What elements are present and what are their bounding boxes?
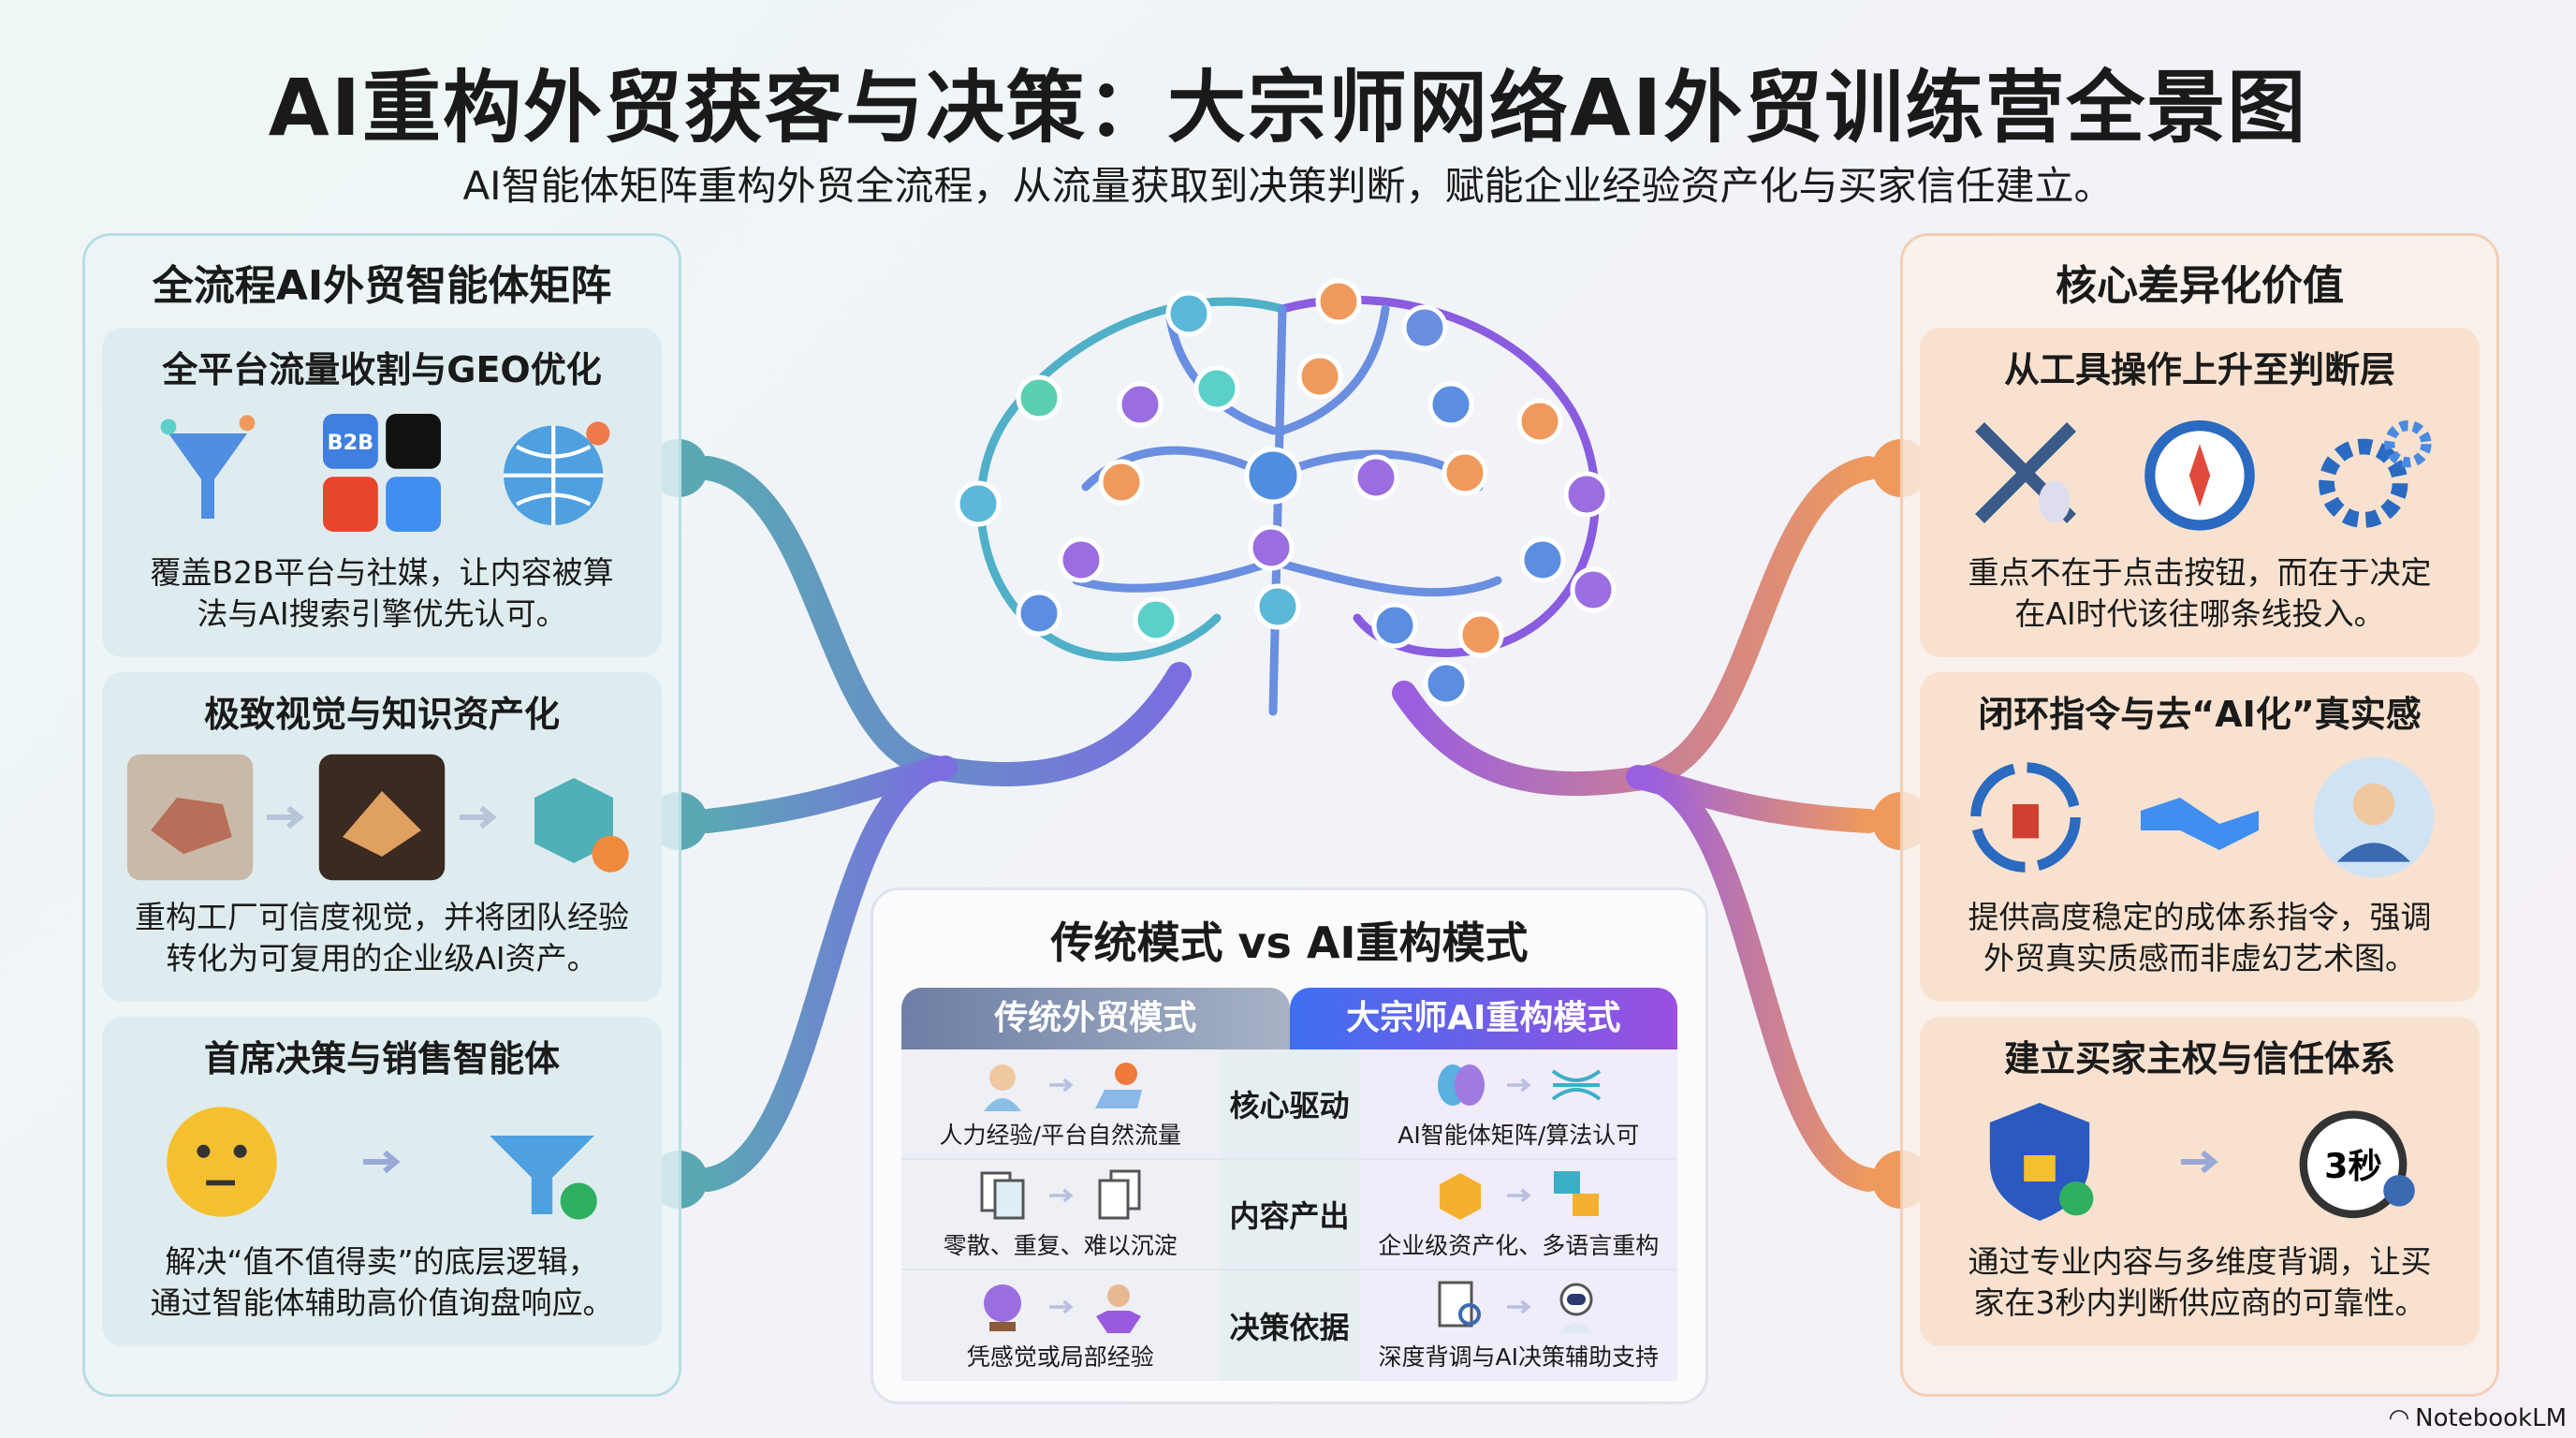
card-desc-line: 外贸真实质感而非虚幻艺术图。 (1983, 940, 2416, 976)
card-desc-line: 家在3秒内判断供应商的可靠性。 (1973, 1284, 2426, 1321)
card-desc-line: 转化为可复用的企业级AI资产。 (166, 940, 598, 976)
timer-label: 3秒 (2324, 1146, 2382, 1186)
arrow-right-icon (1048, 1299, 1074, 1314)
brain-icon (976, 295, 1600, 716)
knowledge-cube-gear-icon (534, 778, 629, 873)
card-desc-line: 覆盖B2B平台与社媒，让内容被算 (150, 554, 614, 591)
map-pin-icon (1094, 1063, 1142, 1108)
ai-cell: 企业级资产化、多语言重构 (1378, 1232, 1660, 1259)
card-desc-line: 通过智能体辅助高价值询盘响应。 (150, 1284, 614, 1321)
report-search-icon (1438, 1281, 1482, 1328)
card-desc-line: 提供高度稳定的成体系指令，强调 (1968, 899, 2432, 935)
card-decision-agent: 首席决策与销售智能体 解决“值不值得卖”的底层逻辑， 通过智能体辅助高价值询盘响… (102, 1017, 662, 1346)
arrow-right-icon (363, 1150, 401, 1174)
card-buyer-trust: 建立买家主权与信任体系 3秒 通过专业内容与多维度背调，让买 家在3秒内判断供应… (1920, 1017, 2480, 1346)
notebooklm-logo-icon: ◠ (2388, 1404, 2410, 1432)
card-title: 全平台流量收割与GEO优化 (162, 349, 602, 390)
polished-product-icon (318, 754, 446, 881)
table-row: 零散、重复、难以沉淀 内容产出 企业级资产化、多语言重构 (901, 1160, 1677, 1270)
ai-mode-header: 大宗师AI重构模式 (1289, 988, 1677, 1049)
globe-network-icon (504, 421, 610, 525)
handshake-icon (2141, 798, 2259, 850)
thinking-face-icon (167, 1107, 277, 1217)
arrow-right-icon (1048, 1188, 1074, 1203)
stacked-documents-icon (1098, 1169, 1141, 1220)
page-title: AI重构外贸获客与决策：大宗师网络AI外贸训练营全景图 (268, 62, 2308, 154)
card-judgment-layer: 从工具操作上升至判断层 重点不在于点击按钮，而在于决定 在AI时代该往哪条线投入… (1920, 328, 2480, 657)
arrow-right-icon (1507, 1078, 1531, 1093)
tools-mouse-icon (1975, 422, 2076, 523)
traditional-cell: 人力经验/平台自然流量 (939, 1122, 1181, 1149)
robot-assistant-icon (1559, 1283, 1594, 1333)
page-subtitle: AI智能体矩阵重构外贸全流程，从流量获取到决策判断，赋能企业经验资产化与买家信任… (462, 163, 2114, 209)
translate-icon (1554, 1171, 1600, 1216)
funnel-flow-icon (160, 415, 256, 519)
table-row: 凭感觉或局部经验 决策依据 深度背调与AI决策辅助支持 (901, 1270, 1677, 1381)
raw-stone-photo-icon (126, 754, 253, 881)
ai-cell: 深度背调与AI决策辅助支持 (1378, 1343, 1659, 1371)
arrow-right-icon (459, 805, 497, 829)
traditional-mode-header: 传统外贸模式 (901, 988, 1290, 1049)
cycle-stamp-icon (1970, 762, 2081, 873)
notebooklm-watermark: ◠NotebookLM (2388, 1404, 2567, 1432)
panel-title: 全流程AI外贸智能体矩阵 (152, 262, 612, 310)
shield-lock-icon (1989, 1103, 2094, 1221)
row-label: 决策依据 (1219, 1270, 1360, 1381)
card-title: 闭环指令与去“AI化”真实感 (1978, 694, 2422, 735)
b2b-badge: B2B (328, 431, 374, 455)
brand-label: NotebookLM (2415, 1404, 2567, 1432)
brain-icon (1438, 1064, 1486, 1106)
card-visual-assets: 极致视觉与知识资产化 重构工厂可信度视觉，并将团队经验 转化为可复用的企业级AI… (102, 672, 662, 1002)
arrow-right-icon (1048, 1078, 1074, 1093)
panel-title: 核心差异化价值 (2056, 262, 2344, 310)
card-title: 从工具操作上升至判断层 (2003, 349, 2395, 390)
card-desc-line: 解决“值不值得卖”的底层逻辑， (165, 1243, 599, 1280)
platform-logos-icon: B2B (323, 414, 441, 532)
arrow-right-icon (2181, 1150, 2218, 1174)
comparison-title: 传统模式 vs AI重构模式 (1050, 917, 1529, 968)
person-avatar-icon (2313, 756, 2435, 878)
agent-matrix-panel: 全流程AI外贸智能体矩阵 全平台流量收割与GEO优化 B2B 覆盖B2B平台与社… (82, 233, 681, 1397)
crystal-ball-icon (983, 1284, 1021, 1331)
card-desc-line: 法与AI搜索引擎优先认可。 (197, 595, 567, 632)
card-desc-line: 重构工厂可信度视觉，并将团队经验 (135, 899, 629, 935)
card-desc-line: 通过专业内容与多维度背调，让买 (1968, 1243, 2432, 1280)
stopwatch-person-icon: 3秒 (2299, 1110, 2415, 1219)
card-title: 极致视觉与知识资产化 (203, 694, 560, 735)
row-label: 核心驱动 (1219, 1049, 1360, 1158)
card-traffic-geo: 全平台流量收割与GEO优化 B2B 覆盖B2B平台与社媒，让内容被算 法与AI搜… (102, 328, 662, 657)
table-row: 人力经验/平台自然流量 核心驱动 AI智能体矩阵/算法认可 (901, 1049, 1677, 1160)
ai-cell: AI智能体矩阵/算法认可 (1398, 1122, 1640, 1149)
sleepy-person-icon (983, 1064, 1021, 1111)
traditional-cell: 零散、重复、难以沉淀 (943, 1232, 1178, 1259)
card-title: 建立买家主权与信任体系 (2003, 1038, 2395, 1079)
arrow-right-icon (1507, 1299, 1531, 1314)
card-title: 首席决策与销售智能体 (203, 1038, 560, 1079)
asset-cube-icon (1440, 1173, 1482, 1220)
arrow-right-icon (267, 805, 305, 829)
gears-icon (2319, 420, 2432, 528)
card-desc-line: 在AI时代该往哪条线投入。 (2014, 595, 2385, 632)
brain-nodes (955, 278, 1617, 707)
comparison-table: 传统模式 vs AI重构模式 传统外贸模式 大宗师AI重构模式 人力经验/平台自… (871, 888, 1708, 1404)
algorithm-lines-icon (1552, 1069, 1602, 1101)
traditional-cell: 凭感觉或局部经验 (966, 1343, 1154, 1371)
arrow-right-icon (1507, 1188, 1531, 1203)
compass-icon (2144, 420, 2255, 531)
documents-icon (980, 1171, 1025, 1220)
row-label: 内容产出 (1219, 1160, 1360, 1269)
card-closed-loop: 闭环指令与去“AI化”真实感 提供高度稳定的成体系指令，强调 外贸真实质感而非虚… (1920, 672, 2480, 1002)
filter-funnel-check-icon (490, 1136, 597, 1220)
core-value-panel: 核心差异化价值 从工具操作上升至判断层 重点不在于点击按钮，而在于决定 在AI时… (1900, 233, 2499, 1397)
shrugging-person-icon (1095, 1284, 1141, 1333)
card-desc-line: 重点不在于点击按钮，而在于决定 (1968, 554, 2432, 591)
